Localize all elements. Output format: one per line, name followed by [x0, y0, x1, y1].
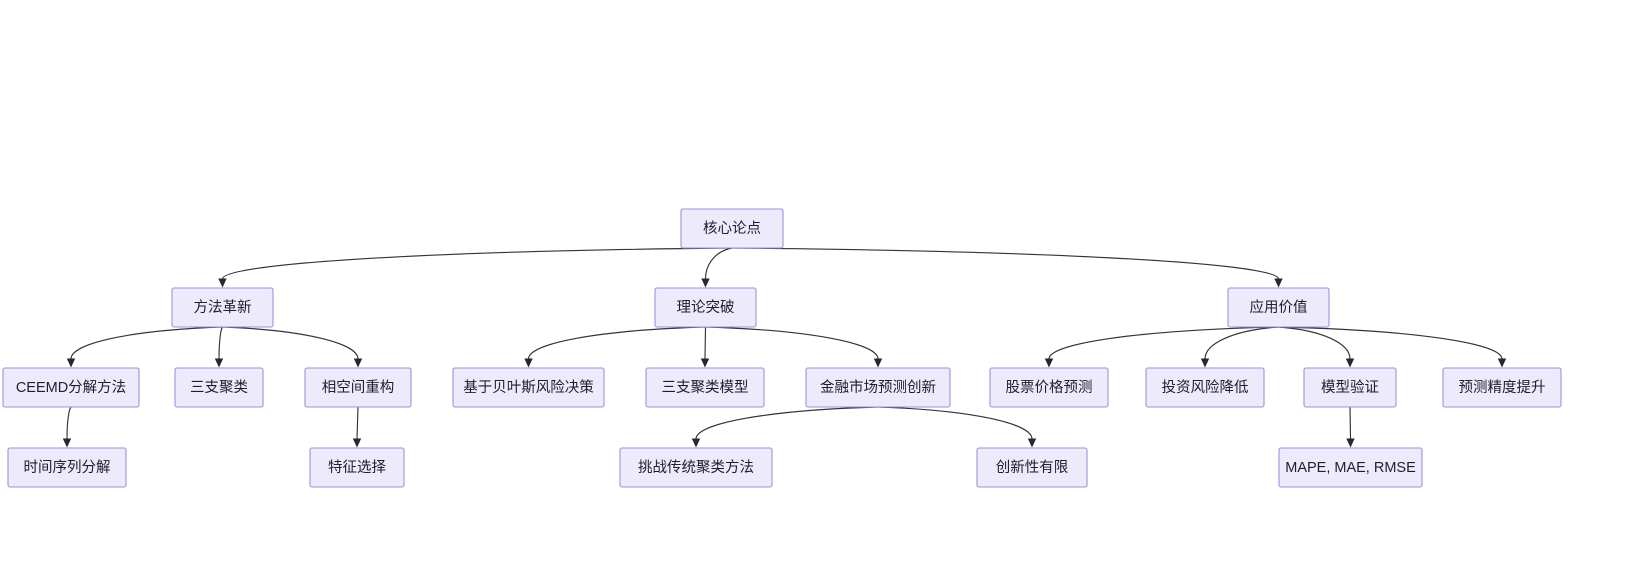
node-c8[interactable]: 投资风险降低: [1145, 367, 1265, 408]
arrowhead-c5: [700, 358, 710, 368]
edge-b2-to-c4: [527, 326, 706, 360]
arrowhead-b3: [1274, 278, 1283, 288]
node-box-c3: [304, 367, 412, 408]
edge-c3-to-d2: [356, 406, 359, 440]
edge-c6-to-d4: [877, 406, 1033, 440]
edge-b3-to-c9: [1278, 326, 1351, 360]
arrowhead-c3: [353, 358, 363, 368]
arrowhead-c8: [1200, 358, 1210, 368]
node-label-d2: 特征选择: [328, 459, 386, 476]
node-box-root: [680, 208, 784, 249]
edge-b2-to-c6: [705, 326, 879, 360]
node-d4[interactable]: 创新性有限: [976, 447, 1088, 488]
arrowhead-c2: [214, 358, 224, 368]
node-box-c1: [2, 367, 140, 408]
node-box-c10: [1442, 367, 1562, 408]
node-box-c4: [452, 367, 605, 408]
arrowhead-c6: [873, 358, 883, 368]
node-c1[interactable]: CEEMD分解方法: [2, 367, 140, 408]
node-label-c10: 预测精度提升: [1459, 379, 1546, 396]
node-label-b2: 理论突破: [677, 299, 735, 316]
node-c6[interactable]: 金融市场预测创新: [805, 367, 951, 408]
node-label-c2: 三支聚类: [190, 379, 248, 396]
arrowhead-d5: [1346, 438, 1355, 448]
node-label-c9: 模型验证: [1321, 379, 1379, 396]
arrowhead-c4: [524, 358, 533, 368]
arrowhead-d3: [691, 438, 701, 448]
node-box-c8: [1145, 367, 1265, 408]
node-label-root: 核心论点: [703, 220, 761, 237]
node-c7[interactable]: 股票价格预测: [989, 367, 1109, 408]
edge-c1-to-d1: [66, 406, 72, 440]
node-label-d3: 挑战传统聚类方法: [638, 459, 754, 476]
arrowhead-c1: [66, 358, 76, 368]
arrowhead-b2: [701, 278, 710, 288]
node-label-c4: 基于贝叶斯风险决策: [463, 379, 594, 396]
edge-c6-to-d3: [695, 406, 879, 440]
arrowhead-d1: [62, 438, 72, 448]
arrowhead-d2: [352, 438, 362, 448]
edge-c9-to-d5: [1349, 406, 1352, 440]
node-label-d1: 时间序列分解: [24, 459, 111, 476]
node-b3[interactable]: 应用价值: [1227, 287, 1330, 328]
edge-root-to-b2: [704, 247, 733, 280]
node-box-d2: [309, 447, 405, 488]
node-d1[interactable]: 时间序列分解: [7, 447, 127, 488]
edge-layer: [62, 247, 1507, 448]
node-label-c3: 相空间重构: [322, 379, 395, 396]
node-box-d5: [1278, 447, 1423, 488]
arrowhead-c9: [1345, 358, 1355, 368]
node-label-c6: 金融市场预测创新: [820, 379, 936, 396]
node-c3[interactable]: 相空间重构: [304, 367, 412, 408]
node-label-c7: 股票价格预测: [1006, 379, 1093, 396]
node-label-c5: 三支聚类模型: [662, 379, 749, 396]
edge-b1-to-c2: [218, 326, 224, 360]
node-label-d5: MAPE, MAE, RMSE: [1285, 460, 1416, 476]
edge-b3-to-c10: [1278, 326, 1503, 360]
arrowhead-b1: [218, 278, 227, 288]
node-box-c9: [1303, 367, 1397, 408]
edge-b3-to-c7: [1048, 326, 1279, 360]
node-box-c7: [989, 367, 1109, 408]
arrowhead-d4: [1027, 438, 1037, 448]
node-box-d1: [7, 447, 127, 488]
node-label-b3: 应用价值: [1250, 298, 1308, 316]
node-d3[interactable]: 挑战传统聚类方法: [619, 447, 773, 488]
node-box-d3: [619, 447, 773, 488]
node-label-c1: CEEMD分解方法: [16, 379, 126, 396]
node-box-c6: [805, 367, 951, 408]
edge-b1-to-c1: [70, 326, 223, 360]
node-box-c5: [645, 367, 765, 408]
arrowhead-c10: [1497, 358, 1507, 368]
node-label-b1: 方法革新: [194, 299, 252, 316]
node-box-b2: [654, 287, 757, 328]
node-root[interactable]: 核心论点: [680, 208, 784, 249]
edge-root-to-b1: [221, 247, 733, 280]
node-d2[interactable]: 特征选择: [309, 447, 405, 488]
node-c5[interactable]: 三支聚类模型: [645, 367, 765, 408]
node-label-c8: 投资风险降低: [1162, 379, 1249, 396]
edge-b1-to-c3: [222, 326, 359, 360]
node-box-d4: [976, 447, 1088, 488]
node-d5[interactable]: MAPE, MAE, RMSE: [1278, 447, 1423, 488]
edge-b2-to-c5: [704, 326, 707, 360]
node-box-b3: [1227, 287, 1330, 328]
node-b1[interactable]: 方法革新: [171, 287, 274, 328]
node-box-b1: [171, 287, 274, 328]
node-box-c2: [174, 367, 264, 408]
edge-root-to-b3: [731, 247, 1280, 280]
node-b2[interactable]: 理论突破: [654, 287, 757, 328]
node-c4[interactable]: 基于贝叶斯风险决策: [452, 367, 605, 408]
node-label-d4: 创新性有限: [996, 459, 1069, 476]
node-c2[interactable]: 三支聚类: [174, 367, 264, 408]
node-c9[interactable]: 模型验证: [1303, 367, 1397, 408]
arrowhead-c7: [1044, 358, 1054, 368]
edge-b3-to-c8: [1204, 326, 1279, 360]
node-c10[interactable]: 预测精度提升: [1442, 367, 1562, 408]
